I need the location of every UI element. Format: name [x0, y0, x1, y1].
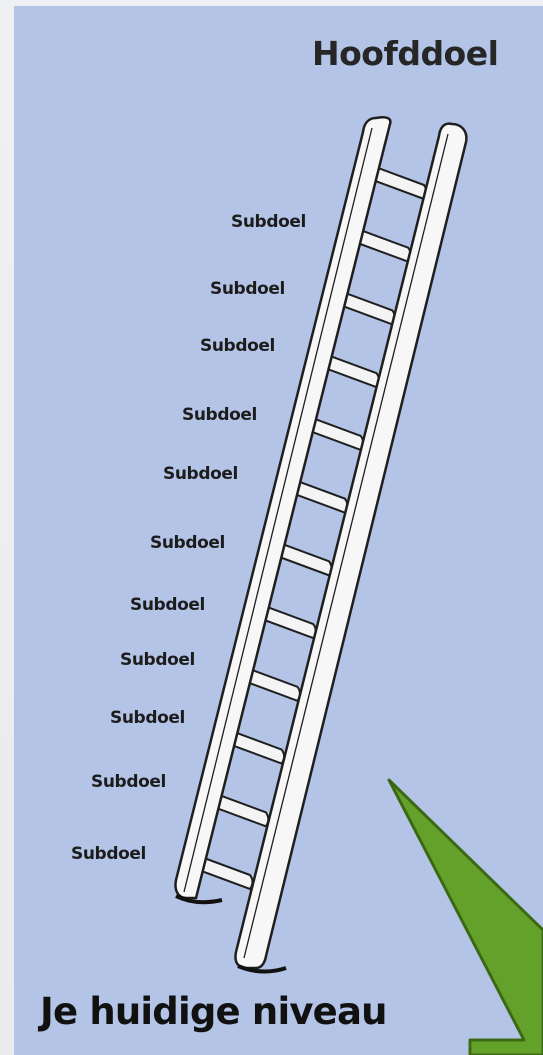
subgoal-label: Subdoel [163, 464, 238, 484]
subgoal-label: Subdoel [120, 650, 195, 670]
subgoal-label: Subdoel [91, 772, 166, 792]
subgoal-label: Subdoel [110, 708, 185, 728]
subgoal-label: Subdoel [71, 844, 146, 864]
arrow-icon [389, 780, 543, 1055]
current-level-label: Je huidige niveau [40, 990, 387, 1033]
subgoal-label: Subdoel [182, 405, 257, 425]
subgoal-label: Subdoel [231, 212, 306, 232]
subgoal-label: Subdoel [150, 533, 225, 553]
subgoal-label: Subdoel [210, 279, 285, 299]
ground-shadow-left [176, 896, 222, 902]
subgoal-label: Subdoel [130, 595, 205, 615]
subgoal-label: Subdoel [200, 336, 275, 356]
main-goal-label: Hoofddoel [312, 34, 498, 73]
